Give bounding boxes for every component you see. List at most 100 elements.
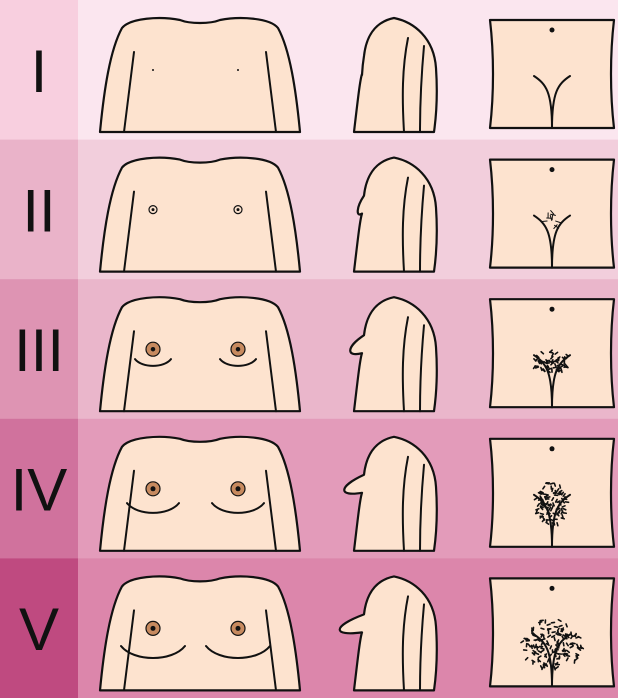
pubic-hair-stroke (541, 648, 544, 649)
pubic-hair-stroke (560, 485, 561, 488)
pubic-region (490, 20, 614, 128)
pubic-hair-stroke (552, 632, 555, 633)
pubic-hair-stroke (542, 639, 545, 640)
nipple (237, 69, 239, 71)
pubic-hair-stroke (570, 644, 573, 645)
pubic-hair-stroke (558, 493, 561, 494)
pubic-hair-stroke (554, 638, 555, 641)
pubic-region (490, 160, 614, 268)
nipple (151, 626, 156, 631)
stage-row: II (0, 140, 618, 280)
pubic-hair-stroke (552, 505, 553, 508)
nipple (151, 486, 156, 491)
pubic-hair-stroke (562, 515, 563, 518)
pubic-hair-stroke (563, 643, 564, 646)
nipple (152, 69, 154, 71)
pubic-hair-stroke (561, 509, 562, 512)
torso-outline (100, 18, 300, 132)
pubic-hair-stroke (536, 653, 539, 654)
pubic-hair-stroke (561, 368, 562, 371)
pubic-hair-stroke (542, 221, 547, 222)
front-torso (100, 18, 300, 132)
navel (550, 167, 555, 172)
pubic-hair-stroke (549, 368, 552, 369)
pubic-hair-stroke (540, 514, 543, 515)
pubic-hair-stroke (562, 506, 565, 507)
stage-label: V (19, 596, 59, 663)
pubic-hair-stroke (543, 635, 544, 638)
pubic-region (490, 578, 614, 686)
front-torso (100, 297, 300, 411)
pubic-hair-stroke (547, 624, 550, 625)
nipple (237, 208, 240, 211)
navel (550, 28, 555, 33)
nipple (236, 347, 241, 352)
pubic-hair-stroke (548, 659, 549, 662)
pubic-hair-stroke (554, 651, 557, 652)
stage-label: IV (11, 457, 68, 524)
stage-row: V (0, 558, 618, 698)
pubic-hair-stroke (524, 639, 527, 640)
pubic-hair-stroke (556, 359, 559, 360)
pubic-hair-stroke (543, 504, 546, 505)
pubic-hair-stroke (550, 661, 551, 664)
pubic-hair-stroke (536, 510, 537, 513)
navel (550, 586, 555, 591)
pubic-region (490, 439, 614, 547)
pubic-hair-stroke (564, 367, 567, 368)
pubic-hair-stroke (556, 648, 559, 649)
pubic-hair-stroke (534, 645, 535, 648)
pubic-hair-stroke (561, 518, 564, 519)
pubic-hair-stroke (559, 656, 560, 659)
pubic-hair-stroke (546, 483, 549, 484)
pubic-hair-stroke (536, 509, 539, 510)
pubic-hair-stroke (558, 643, 559, 646)
nipple (236, 626, 241, 631)
stage-row: I (0, 0, 618, 140)
nipple (152, 208, 155, 211)
pubic-hair-stroke (553, 521, 554, 524)
torso-outline (100, 158, 300, 272)
pubic-hair-stroke (566, 634, 569, 635)
pubic-hair-stroke (559, 626, 562, 627)
front-torso (100, 576, 300, 690)
stage-row: IV (0, 419, 618, 559)
pubic-hair-stroke (566, 624, 567, 627)
pubic-hair-stroke (541, 642, 542, 645)
pubic-region (490, 299, 614, 407)
pubic-hair-stroke (555, 654, 556, 657)
pubic-hair-stroke (556, 508, 559, 509)
pubic-hair-stroke (559, 510, 560, 513)
pubic-hair-stroke (541, 368, 542, 371)
pubic-hair-stroke (541, 628, 544, 629)
pubic-hair-stroke (557, 523, 558, 526)
pubic-hair-stroke (575, 634, 576, 637)
front-torso (100, 437, 300, 551)
pubic-hair-stroke (540, 361, 543, 362)
pubic-hair-stroke (564, 654, 567, 655)
torso-outline (100, 576, 300, 690)
navel (550, 446, 555, 451)
stage-label: III (14, 317, 64, 384)
pubic-hair-stroke (549, 360, 550, 363)
pubic-hair-stroke (547, 497, 550, 498)
pubic-hair-stroke (550, 646, 551, 649)
nipple (151, 347, 156, 352)
stage-row: III (0, 279, 618, 419)
pubic-hair-stroke (557, 365, 560, 366)
navel (550, 307, 555, 312)
front-torso (100, 158, 300, 272)
pubic-hair-stroke (536, 367, 539, 368)
pubic-hair-stroke (555, 364, 556, 367)
pubic-hair-stroke (554, 483, 555, 486)
nipple (236, 486, 241, 491)
torso-outline (100, 437, 300, 551)
stage-label: II (22, 177, 55, 244)
torso-outline (100, 297, 300, 411)
pubic-hair-stroke (554, 627, 557, 628)
pubic-hair-stroke (550, 483, 553, 484)
pubic-hair-stroke (557, 512, 558, 515)
stage-label: I (31, 38, 48, 105)
